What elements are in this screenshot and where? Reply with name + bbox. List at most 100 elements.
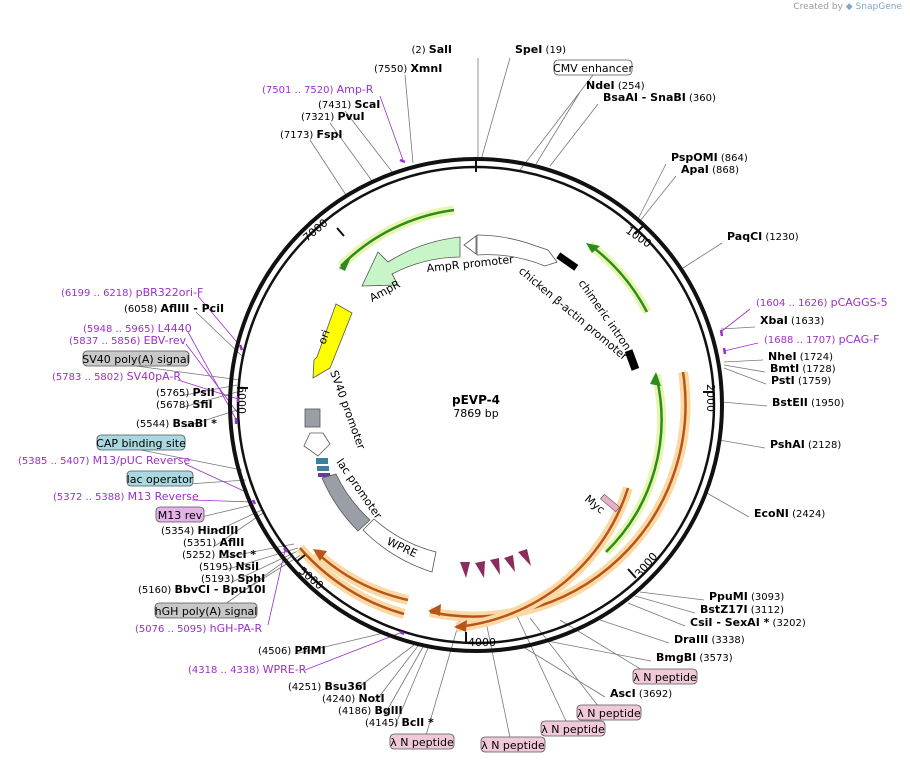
feature-box: hGH poly(A) signal bbox=[154, 602, 258, 619]
ampr-arrow bbox=[361, 236, 461, 287]
site-label: (7550) XmnI bbox=[374, 62, 442, 75]
site-label: (5544) BsaBI * bbox=[136, 417, 217, 430]
n-peptide-arrow-4 bbox=[504, 555, 515, 572]
credit: Created by ◆ SnapGene bbox=[793, 2, 902, 12]
wpre-arrow bbox=[362, 518, 437, 573]
lac-promoter-arrow bbox=[321, 473, 371, 532]
primer-label: (5837 .. 5856) EBV-rev bbox=[69, 334, 187, 347]
n-peptide-arrow-1 bbox=[460, 562, 470, 578]
primer-label: (1604 .. 1626) pCAGGS-5 bbox=[756, 296, 888, 309]
svg-text:λ N peptide: λ N peptide bbox=[390, 736, 454, 749]
site-label: (4506) PflMI bbox=[258, 644, 326, 657]
site-label: (5354) HindIII bbox=[161, 524, 238, 537]
feature-box: CAP binding site bbox=[96, 434, 186, 451]
ori-arrow bbox=[312, 303, 353, 379]
svg-text:λ N peptide: λ N peptide bbox=[577, 707, 641, 720]
n-peptide-arrow-3 bbox=[490, 558, 500, 575]
site-label: CsiI - SexAI * (3202) bbox=[690, 616, 806, 629]
primer-marks bbox=[234, 158, 727, 636]
svg-text:SV40 poly(A) signal: SV40 poly(A) signal bbox=[82, 353, 189, 366]
chimeric-intron-mark bbox=[556, 252, 579, 271]
leader-lines bbox=[135, 57, 768, 753]
site-label: DraIII (3338) bbox=[674, 633, 745, 646]
site-label: (4240) NotI bbox=[322, 692, 385, 705]
tick-6000: 6000 bbox=[235, 386, 248, 414]
site-label: EcoNI (2424) bbox=[754, 507, 825, 520]
site-label: ApaI (868) bbox=[681, 163, 739, 176]
site-label: BstZ17I (3112) bbox=[700, 603, 784, 616]
svg-text:λ N peptide: λ N peptide bbox=[481, 739, 545, 752]
lac-operator-block bbox=[317, 466, 329, 471]
site-label: AscI (3692) bbox=[610, 687, 672, 700]
orange-arc-lower bbox=[455, 487, 630, 629]
site-label: (5765) PsiI bbox=[156, 386, 215, 399]
site-label: PstI (1759) bbox=[771, 374, 831, 387]
svg-text:hGH poly(A) signal: hGH poly(A) signal bbox=[155, 605, 258, 618]
chicken-promoter-arrow bbox=[476, 234, 558, 267]
site-label: (7431) ScaI bbox=[318, 98, 380, 111]
svg-text:λ N peptide: λ N peptide bbox=[633, 671, 697, 684]
feature-box: M13 rev bbox=[155, 506, 205, 523]
site-label: (7321) PvuI bbox=[301, 110, 365, 123]
feature-box: λ N peptide bbox=[632, 668, 698, 685]
site-label: BstEII (1950) bbox=[772, 396, 844, 409]
orange-arc-lower-head bbox=[454, 620, 467, 632]
primer-label: (5076 .. 5095) hGH-PA-R bbox=[135, 622, 263, 635]
ring-ticks bbox=[237, 160, 714, 644]
cap-site-block bbox=[316, 458, 328, 464]
outer-labels: (2) SalI SpeI (19) NdeI (254)BsaAI - SnaBI… bbox=[18, 43, 888, 753]
label-chicken-promoter: chicken β-actin promoter bbox=[516, 264, 630, 363]
site-label: (2) SalI bbox=[411, 43, 452, 56]
site-label: BmtI (1728) bbox=[770, 362, 836, 375]
sv40-promoter-arrow bbox=[303, 432, 331, 457]
ampr-promoter-arrow bbox=[463, 235, 477, 255]
n-peptide-arrow-5 bbox=[518, 549, 531, 566]
credit-brand: SnapGene bbox=[855, 2, 902, 12]
site-label: (4145) BclI * bbox=[365, 716, 434, 729]
feature-box: λ N peptide bbox=[480, 736, 546, 753]
site-label: (5160) BbvCI - Bpu10I bbox=[138, 583, 266, 596]
site-label: BsaAI - SnaBI (360) bbox=[603, 91, 716, 104]
svg-text:lac operator: lac operator bbox=[127, 473, 194, 486]
feature-box: lac operator bbox=[126, 470, 194, 487]
site-label: (5195) NsiI bbox=[199, 560, 259, 573]
primer-label: (5385 .. 5407) M13/pUC Reverse bbox=[18, 454, 190, 467]
site-label: PaqCI (1230) bbox=[727, 230, 799, 243]
sv40-promoter-block bbox=[304, 408, 321, 428]
primer-label: (1688 .. 1707) pCAG-F bbox=[764, 333, 879, 346]
green-arc-mid-head bbox=[650, 372, 661, 386]
green-arc-top bbox=[340, 208, 455, 267]
site-label: (5678) SfiI bbox=[156, 398, 213, 411]
site-label: (5351) AflII bbox=[183, 536, 244, 549]
site-label: (6058) AflIII - PciI bbox=[124, 302, 224, 315]
site-label: (4251) Bsu36I bbox=[288, 680, 367, 693]
feature-box: λ N peptide bbox=[540, 720, 606, 737]
site-label: (7173) FspI bbox=[280, 128, 342, 141]
orange-arc-outer-head bbox=[428, 604, 441, 616]
site-label: PshAI (2128) bbox=[770, 438, 841, 451]
site-label: (5252) MscI * bbox=[182, 548, 256, 561]
primer-label: (5783 .. 5802) SV40pA-R bbox=[52, 370, 181, 383]
site-label: (5193) SphI bbox=[201, 572, 265, 585]
tick-4000: 4000 bbox=[468, 636, 496, 649]
feature-box: SV40 poly(A) signal bbox=[82, 350, 190, 367]
site-label: PpuMI (3093) bbox=[709, 590, 784, 603]
primer-label: (5948 .. 5965) L4440 bbox=[83, 322, 192, 335]
svg-text:λ N peptide: λ N peptide bbox=[541, 723, 605, 736]
svg-text:M13 rev: M13 rev bbox=[158, 509, 203, 522]
myc-tag bbox=[599, 493, 621, 513]
promoter-end-mark bbox=[624, 349, 640, 371]
backbone-outer bbox=[228, 157, 724, 653]
m13-rev-block bbox=[318, 473, 330, 477]
primer-label: (5372 .. 5388) M13 Reverse bbox=[53, 490, 199, 503]
site-label: BmgBI (3573) bbox=[656, 651, 733, 664]
site-label: XbaI (1633) bbox=[760, 314, 824, 327]
feature-box: λ N peptide bbox=[576, 704, 642, 721]
site-label: (4186) BglII bbox=[338, 704, 403, 717]
svg-text:CMV enhancer: CMV enhancer bbox=[553, 62, 633, 75]
site-label: NdeI (254) bbox=[586, 79, 645, 92]
site-label: SpeI (19) bbox=[515, 43, 566, 56]
snapgene-logo-icon: ◆ bbox=[845, 2, 853, 12]
label-ori: ori bbox=[316, 328, 333, 346]
